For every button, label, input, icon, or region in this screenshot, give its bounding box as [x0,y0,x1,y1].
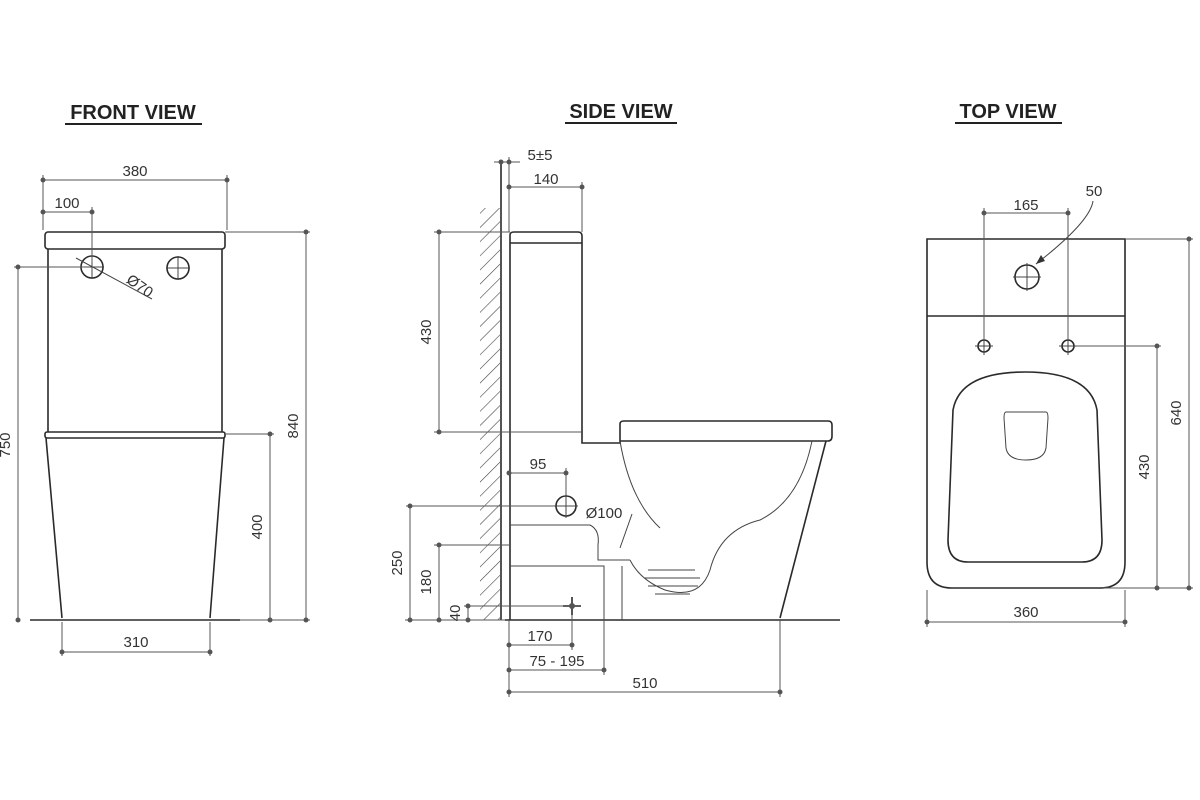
side-dim-floor-outlet-height: 40 [447,605,464,622]
top-dim-fixing-spacing: 165 [1013,197,1038,214]
front-dia-leader [75,257,153,300]
front-dim-width-top: 380 [122,163,147,180]
side-view-outline [505,231,840,621]
side-floor-outlet-icon [563,597,581,615]
side-view-title: SIDE VIEW [569,101,672,123]
front-dim-height-pan: 400 [249,514,266,539]
top-dim-width-total: 360 [1013,604,1038,621]
front-dim-height-total: 840 [285,413,302,438]
top-view: TOP VIEW [924,101,1193,627]
top-dimension-lines [924,200,1193,627]
side-dim-depth-total: 510 [632,675,657,692]
top-dim-depth-fixing: 430 [1136,454,1153,479]
top-inlet-hole-icon [1013,263,1041,291]
top-dim-inlet-dia: 50 [1086,183,1103,200]
front-view-outline [30,231,240,621]
side-dimension-lines [405,157,783,697]
side-outlet-hole-icon [554,494,578,518]
side-dim-outlet-height-250: 250 [389,550,406,575]
front-view: FRONT VIEW [0,102,310,656]
front-dimension-lines [14,175,310,656]
side-dim-outlet-height-180: 180 [418,569,435,594]
front-dim-height-inlet: 750 [0,432,14,457]
side-dim-wall-gap: 5±5 [528,147,553,164]
front-dim-inlet-dia: Ø70 [123,271,156,301]
side-dim-cistern-height: 430 [418,319,435,344]
front-view-title: FRONT VIEW [70,102,196,124]
side-dim-inlet-offset: 95 [530,456,547,473]
side-view: SIDE VIEW [389,101,840,697]
top-dim-depth-total: 640 [1168,400,1185,425]
front-dim-inlet-offset: 100 [54,195,79,212]
front-dim-width-base: 310 [123,634,148,651]
side-dim-cistern-depth: 140 [533,171,558,188]
top-view-title: TOP VIEW [959,101,1056,123]
wall-hatch [480,160,502,620]
top-view-outline [926,238,1126,589]
front-button-hole-icon [166,256,190,280]
side-dim-set-out-range: 75 - 195 [529,653,584,670]
side-dim-floor-outlet-dist: 170 [527,628,552,645]
side-dim-outlet-dia: Ø100 [586,505,623,522]
